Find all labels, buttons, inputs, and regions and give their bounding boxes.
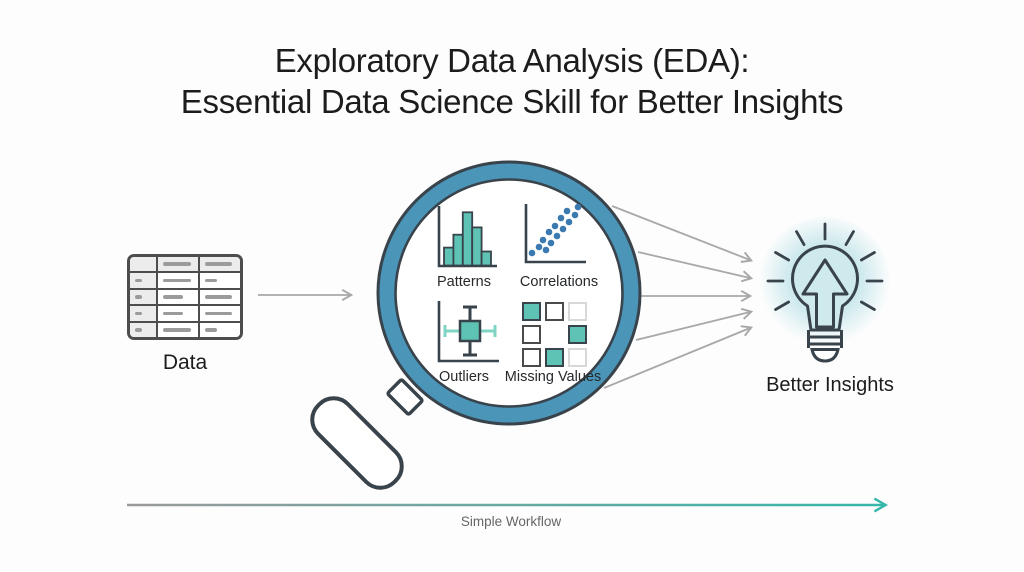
table-row — [130, 287, 240, 305]
table-cell — [198, 289, 240, 305]
histogram-bar — [471, 226, 483, 267]
grid-cell-filled — [545, 348, 564, 367]
grid-cell-faint — [568, 302, 587, 321]
scatter-dot — [551, 222, 559, 230]
magnifier-handle — [310, 396, 404, 490]
bulb-base — [807, 330, 843, 348]
bulb-cap — [810, 348, 840, 363]
table-row — [130, 271, 240, 288]
page-title: Exploratory Data Analysis (EDA): Essenti… — [0, 40, 1024, 122]
bulb-rays — [766, 222, 884, 311]
grid-cell-filled — [522, 302, 541, 321]
scatter-dot — [542, 246, 550, 254]
grid-cell-outlined — [522, 325, 541, 344]
bulb-up-arrow — [801, 258, 849, 329]
table-row — [130, 304, 240, 321]
outliers-label: Outliers — [439, 369, 489, 385]
better-insights-label: Better Insights — [766, 374, 894, 396]
table-cell — [130, 322, 157, 337]
histogram-bar — [452, 233, 464, 267]
title-line-1: Exploratory Data Analysis (EDA): — [274, 42, 750, 79]
scatter-dot — [539, 236, 547, 244]
table-cell — [156, 306, 199, 321]
table-cell — [198, 257, 240, 272]
missing-values-label: Missing Values — [504, 369, 602, 385]
histogram-bar — [461, 211, 474, 267]
table-cell — [130, 289, 157, 305]
histogram-bar — [480, 250, 492, 267]
fan-arrow-4 — [635, 312, 750, 341]
histogram-icon — [437, 206, 497, 268]
magnifier-to-insight-arrows — [603, 205, 750, 389]
table-cell — [130, 257, 157, 272]
data-table-icon — [127, 254, 243, 340]
scatter-dot — [547, 239, 555, 247]
scatter-dot — [553, 232, 561, 240]
grid-cell-filled — [568, 325, 587, 344]
correlations-label: Correlations — [519, 274, 599, 290]
title-line-2: Essential Data Science Skill for Better … — [180, 83, 844, 120]
grid-cell-faint — [568, 348, 587, 367]
fan-arrow-5 — [603, 328, 750, 389]
boxplot-icon — [437, 301, 499, 363]
scatter-dot — [563, 207, 571, 215]
boxplot-glyph — [443, 305, 497, 357]
patterns-label: Patterns — [437, 274, 491, 290]
table-cell — [198, 306, 240, 321]
magnifier-neck — [386, 378, 424, 416]
grid-cell-outlined — [545, 302, 564, 321]
scatter-dot — [565, 218, 573, 226]
table-cell — [156, 322, 199, 337]
scatter-dot — [545, 228, 553, 236]
data-label: Data — [162, 351, 208, 374]
table-cell — [198, 273, 240, 288]
fan-arrow-1 — [611, 205, 750, 260]
grid-cell-outlined — [522, 348, 541, 367]
table-cell — [156, 289, 199, 305]
table-cell — [130, 306, 157, 321]
scatter-dot — [557, 214, 565, 222]
lightbulb-arrow-icon — [759, 217, 891, 363]
scatter-plot-icon — [524, 203, 586, 264]
scatter-dot — [528, 249, 536, 257]
workflow-label: Simple Workflow — [460, 514, 562, 529]
table-row — [130, 257, 240, 272]
scatter-dot — [571, 211, 579, 219]
table-cell — [156, 273, 199, 288]
histogram-bar — [443, 246, 455, 267]
scatter-dot — [574, 203, 582, 211]
scatter-dot — [559, 225, 567, 233]
table-cell — [198, 322, 240, 337]
table-row — [130, 320, 240, 337]
missing-values-grid — [522, 302, 587, 367]
table-cell — [156, 257, 199, 272]
fan-arrow-2 — [637, 251, 750, 278]
table-cell — [130, 273, 157, 288]
scatter-dot — [535, 243, 543, 251]
